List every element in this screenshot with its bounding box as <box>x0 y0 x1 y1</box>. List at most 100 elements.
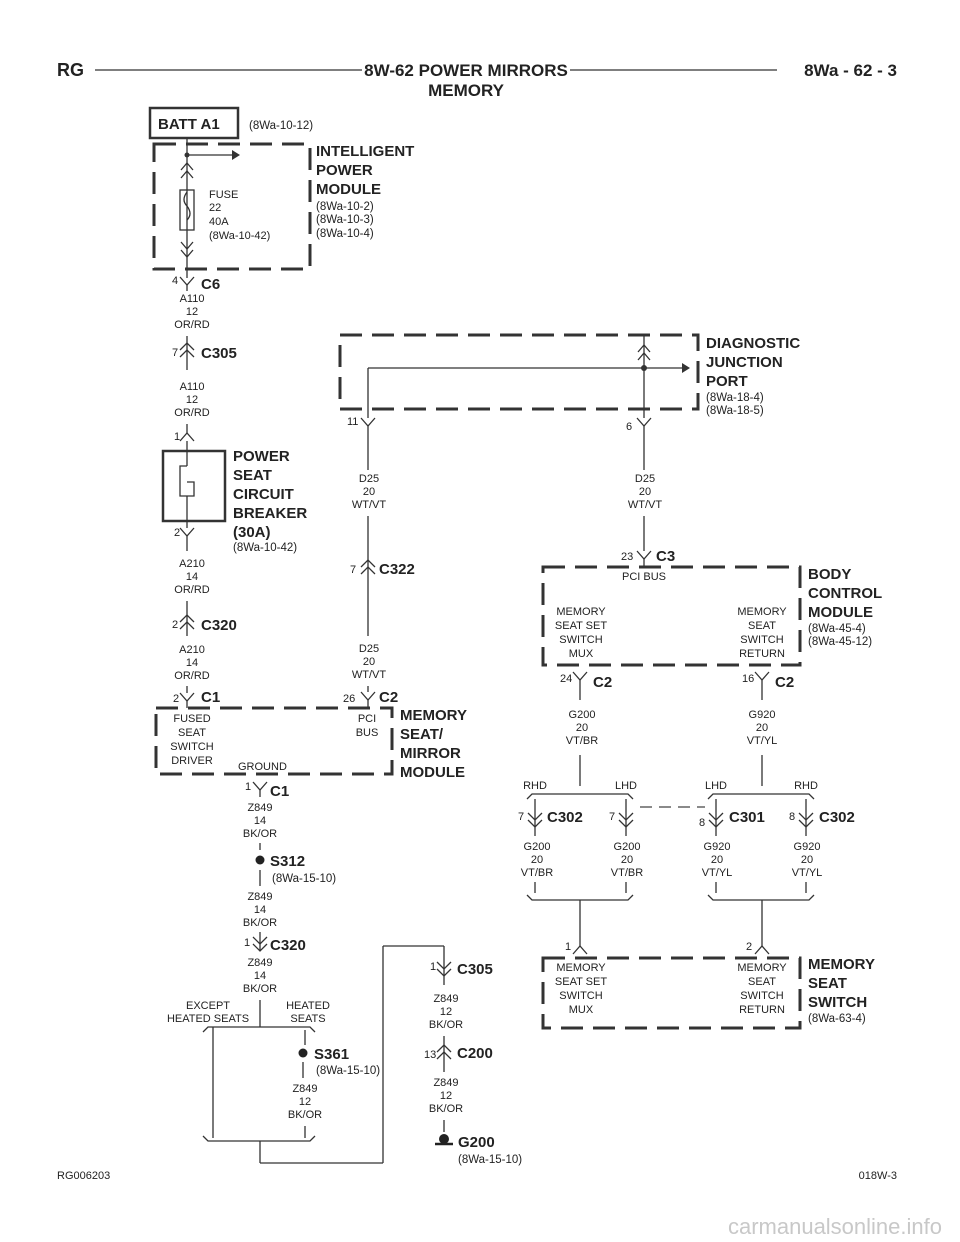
except-heated-2: HEATED SEATS <box>167 1013 249 1025</box>
bcm-c2-left-label: C2 <box>593 674 612 691</box>
wire-a210-2-gauge: 14 <box>186 657 198 669</box>
page-header: RG 8W-62 POWER MIRRORS MEMORY 8Wa - 62 -… <box>57 60 897 100</box>
footer-left: RG006203 <box>57 1170 110 1182</box>
wire-d25-l2-id: D25 <box>359 643 379 655</box>
breaker-ref: (8Wa-10-42) <box>233 542 297 554</box>
wire-g200-b-color: VT/BR <box>611 867 643 879</box>
msm-ground: GROUND <box>238 761 287 773</box>
wire-g200-top-id: G200 <box>569 709 596 721</box>
wire-z849-1-gauge: 14 <box>254 815 266 827</box>
fuse-label-1: FUSE <box>209 189 238 201</box>
header-title: 8W-62 POWER MIRRORS <box>364 61 568 80</box>
bcm-ref-1: (8Wa-45-4) <box>808 623 866 635</box>
bcm-left-func-4: MUX <box>569 648 594 660</box>
wire-a110-2-color: OR/RD <box>174 407 210 419</box>
split-right-b: RHD <box>794 780 818 792</box>
msm-name-3: MIRROR <box>400 745 461 762</box>
wire-g200-top-gauge: 20 <box>576 722 588 734</box>
msm-fused-2: SEAT <box>178 727 206 739</box>
c200-pin: 13 <box>424 1049 436 1061</box>
mod-c1-label: C1 <box>201 689 220 706</box>
bcm-c3-label: C3 <box>656 548 675 565</box>
c320-top-pin: 2 <box>172 619 178 631</box>
mss-pin-right: 2 <box>746 941 752 953</box>
header-subtitle: MEMORY <box>428 81 505 100</box>
mod-c2-pin: 26 <box>343 693 355 705</box>
msm-fused-1: FUSED <box>173 713 210 725</box>
gnd-c1-pin: 1 <box>245 781 251 793</box>
s361-label: S361 <box>314 1046 349 1063</box>
wire-z849-6-gauge: 12 <box>440 1090 452 1102</box>
g200-label: G200 <box>458 1134 495 1151</box>
wire-a110-2-id: A110 <box>180 381 205 393</box>
wire-g920-top-gauge: 20 <box>756 722 768 734</box>
mod-c2-label: C2 <box>379 689 398 706</box>
ipm-ref-3: (8Wa-10-4) <box>316 228 374 240</box>
watermark: carmanualsonline.info <box>727 1214 942 1239</box>
wire-a210-1-color: OR/RD <box>174 584 210 596</box>
wire-d25-l1-gauge: 20 <box>363 486 375 498</box>
wire-d25-r-id: D25 <box>635 473 655 485</box>
wire-g920-a-gauge: 20 <box>711 854 723 866</box>
mss-right-func-2: SEAT <box>748 976 776 988</box>
c-lhd-left-pin: 7 <box>609 811 615 823</box>
wire-a110-1-color: OR/RD <box>174 319 210 331</box>
wire-z849-5-gauge: 12 <box>440 1006 452 1018</box>
bcm-c2-right-pin: 16 <box>742 673 754 685</box>
bcm-pci-bus: PCI BUS <box>622 571 666 583</box>
wire-z849-4-color: BK/OR <box>288 1109 322 1121</box>
bcm-left-func-2: SEAT SET <box>555 620 607 632</box>
wire-g920-a-id: G920 <box>704 841 731 853</box>
msm-name-4: MODULE <box>400 764 465 781</box>
msm-pci-1: PCI <box>358 713 376 725</box>
c322-label: C322 <box>379 561 415 578</box>
wire-g920-b-color: VT/YL <box>792 867 823 879</box>
wire-g200-top-color: VT/BR <box>566 735 598 747</box>
wire-a210-2-id: A210 <box>179 644 205 656</box>
c6-pin: 4 <box>172 275 178 287</box>
c200-label: C200 <box>457 1045 493 1062</box>
split-left-b: LHD <box>615 780 637 792</box>
wire-g920-top-color: VT/YL <box>747 735 778 747</box>
ipm-ref-2: (8Wa-10-3) <box>316 214 374 226</box>
mss-box <box>541 956 802 1030</box>
c302-right-label: C302 <box>819 809 855 826</box>
mss-left-func-3: SWITCH <box>559 990 602 1002</box>
wire-a110-1-id: A110 <box>180 293 205 305</box>
bcm-c2-left-pin: 24 <box>560 673 572 685</box>
msm-box <box>154 706 394 776</box>
wire-a210-1-gauge: 14 <box>186 571 198 583</box>
c302-left-label: C302 <box>547 809 583 826</box>
mss-left-func-1: MEMORY <box>556 962 606 974</box>
breaker-name-2: SEAT <box>233 467 272 484</box>
breaker-icon <box>179 465 195 497</box>
ipm-name-1: INTELLIGENT <box>316 143 414 160</box>
ipm-name-2: POWER <box>316 162 373 179</box>
split-right-a: LHD <box>705 780 727 792</box>
djp-name-1: DIAGNOSTIC <box>706 335 800 352</box>
wire-z849-3-id: Z849 <box>247 957 272 969</box>
wire-g920-b-id: G920 <box>794 841 821 853</box>
mss-name-1: MEMORY <box>808 956 875 973</box>
bcm-name-3: MODULE <box>808 604 873 621</box>
ipm-box <box>152 142 312 271</box>
g200-ref: (8Wa-15-10) <box>458 1154 522 1166</box>
msm-name-2: SEAT/ <box>400 726 444 743</box>
mss-pin-left: 1 <box>565 941 571 953</box>
split-left-a: RHD <box>523 780 547 792</box>
bcm-right-func-3: SWITCH <box>740 634 783 646</box>
breaker-pin-top: 1 <box>174 431 180 443</box>
bcm-c2-right-label: C2 <box>775 674 794 691</box>
wire-a110-1-gauge: 12 <box>186 306 198 318</box>
wire-d25-l1-color: WT/VT <box>352 499 386 511</box>
wire-z849-1-id: Z849 <box>247 802 272 814</box>
c320-bot-pin: 1 <box>244 937 250 949</box>
s361-splice-icon <box>298 1048 308 1058</box>
wire-g920-a-color: VT/YL <box>702 867 733 879</box>
wire-z849-2-color: BK/OR <box>243 917 277 929</box>
msm-pci-2: BUS <box>356 727 379 739</box>
wire-z849-5-color: BK/OR <box>429 1019 463 1031</box>
bcm-ref-2: (8Wa-45-12) <box>808 636 872 648</box>
bcm-left-func-3: SWITCH <box>559 634 602 646</box>
